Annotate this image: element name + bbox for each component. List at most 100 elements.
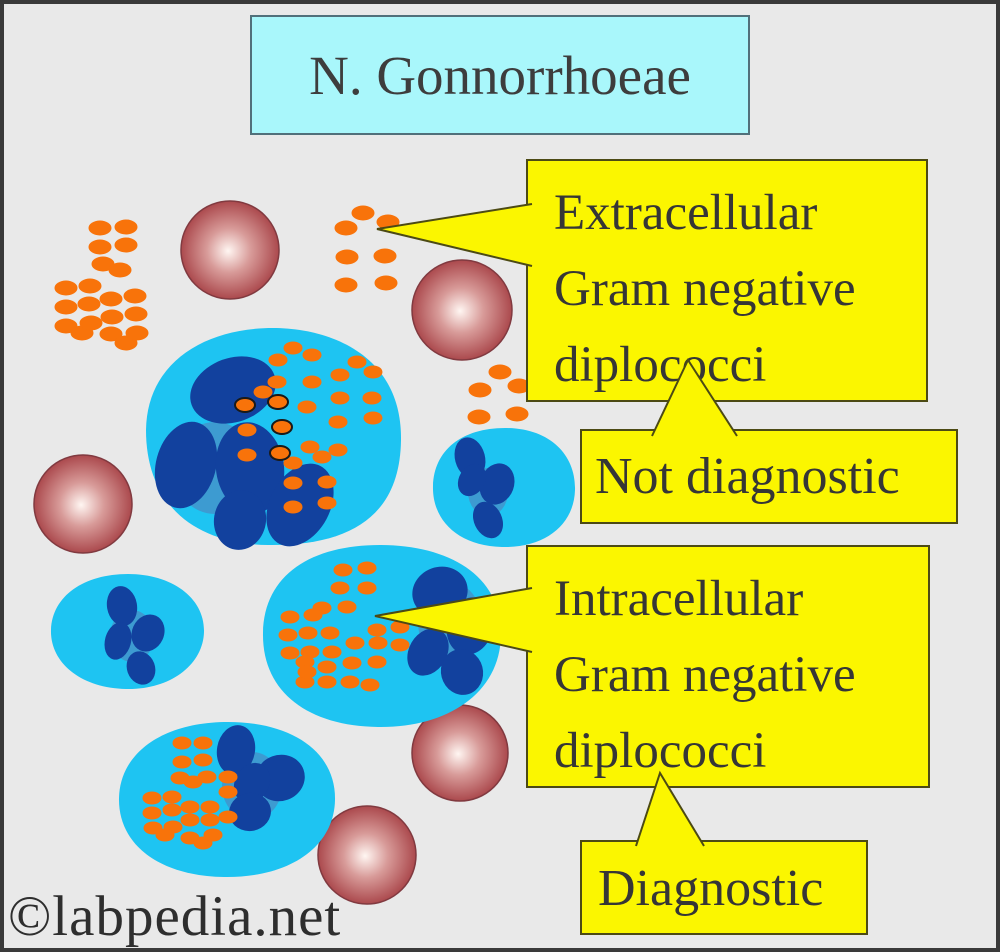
- diplococcus: [267, 375, 287, 389]
- diplococcus: [334, 277, 358, 293]
- diplococcus: [283, 476, 303, 490]
- diplococcus: [312, 450, 332, 464]
- diplococcus: [374, 275, 398, 291]
- diplococcus: [142, 791, 162, 805]
- diplococcus: [253, 385, 273, 399]
- diplococcus: [114, 219, 138, 235]
- diplococcus: [77, 296, 101, 312]
- diplococcus: [162, 790, 182, 804]
- diplococcus: [507, 378, 531, 394]
- diplococcus: [200, 800, 220, 814]
- callout-text: Not diagnostic: [595, 448, 900, 505]
- nucleus-lobe: [215, 422, 285, 514]
- diplococcus: [218, 785, 238, 799]
- diplococcus: [295, 655, 315, 669]
- nucleus-lobe: [216, 725, 256, 775]
- diplococcus: [203, 828, 223, 842]
- callout-extracellular: Extracellular Gram negative diplococci: [526, 159, 928, 402]
- callout-text: diplococci: [554, 337, 767, 393]
- diplococcus: [79, 315, 103, 331]
- callout-intracellular: Intracellular Gram negative diplococci: [526, 545, 930, 788]
- diplococcus: [363, 365, 383, 379]
- diplococcus: [317, 475, 337, 489]
- diplococcus: [162, 803, 182, 817]
- diplococcus: [237, 448, 257, 462]
- red-blood-cell: [317, 805, 417, 905]
- nucleus-lobe: [104, 622, 132, 660]
- diplococcus: [302, 375, 322, 389]
- diplococcus: [342, 656, 362, 670]
- diplococcus: [180, 813, 200, 827]
- diplococcus: [357, 581, 377, 595]
- diplococcus: [283, 500, 303, 514]
- diplococcus: [91, 256, 115, 272]
- diplococcus: [340, 675, 360, 689]
- diplococcus-ringed: [271, 419, 293, 435]
- diplococcus: [124, 306, 148, 322]
- diplococcus: [54, 299, 78, 315]
- diplococcus: [376, 214, 400, 230]
- nucleus-lobe: [479, 463, 515, 505]
- diplococcus-ringed: [269, 445, 291, 461]
- nucleus-lobe: [233, 762, 271, 804]
- title-box: N. Gonnorrhoeae: [250, 15, 750, 135]
- diplococcus: [295, 675, 315, 689]
- diplococcus: [322, 645, 342, 659]
- page-title: N. Gonnorrhoeae: [309, 44, 691, 106]
- red-blood-cell: [180, 200, 280, 300]
- diplococcus: [317, 675, 337, 689]
- diplococcus: [505, 406, 529, 422]
- diplococcus: [99, 291, 123, 307]
- nucleus-lobe: [440, 649, 484, 695]
- callout-not-diagnostic: Not diagnostic: [580, 429, 958, 524]
- red-blood-cell: [33, 454, 133, 554]
- diplococcus: [123, 288, 147, 304]
- diplococcus: [278, 628, 298, 642]
- diplococcus: [88, 220, 112, 236]
- diplococcus: [54, 280, 78, 296]
- diplococcus: [328, 443, 348, 457]
- diplococcus: [218, 770, 238, 784]
- diplococcus: [303, 608, 323, 622]
- nucleus-lobe: [106, 586, 138, 626]
- diplococcus: [298, 626, 318, 640]
- diplococcus: [237, 423, 257, 437]
- diplococcus: [114, 237, 138, 253]
- callout-text: Extracellular: [554, 185, 818, 241]
- diplococcus: [183, 775, 203, 789]
- diplococcus: [280, 646, 300, 660]
- diplococcus: [333, 563, 353, 577]
- red-blood-cell: [411, 259, 513, 361]
- diplococcus: [367, 623, 387, 637]
- diplococcus: [78, 278, 102, 294]
- callout-text: Diagnostic: [598, 860, 824, 917]
- diplococcus: [300, 440, 320, 454]
- diplococcus-ringed: [267, 394, 289, 410]
- callout-text: diplococci: [554, 723, 767, 779]
- diplococcus: [347, 355, 367, 369]
- diplococcus: [108, 262, 132, 278]
- diplococcus-ringed: [234, 397, 256, 413]
- diplococcus: [300, 645, 320, 659]
- diplococcus: [302, 348, 322, 362]
- diplococcus: [317, 660, 337, 674]
- diplococcus: [330, 391, 350, 405]
- diplococcus: [390, 620, 410, 634]
- diplococcus: [362, 391, 382, 405]
- diplococcus: [368, 636, 388, 650]
- diplococcus: [467, 409, 491, 425]
- nucleus-lobe: [154, 421, 218, 509]
- diplococcus: [218, 810, 238, 824]
- diplococcus: [142, 806, 162, 820]
- diplococcus: [180, 800, 200, 814]
- nucleus-lobe: [472, 501, 504, 539]
- diplococcus: [345, 636, 365, 650]
- diplococcus: [297, 400, 317, 414]
- nucleus-lobe: [229, 792, 271, 832]
- diplococcus: [200, 813, 220, 827]
- diplococcus: [328, 415, 348, 429]
- diplococcus: [283, 341, 303, 355]
- diplococcus: [125, 325, 149, 341]
